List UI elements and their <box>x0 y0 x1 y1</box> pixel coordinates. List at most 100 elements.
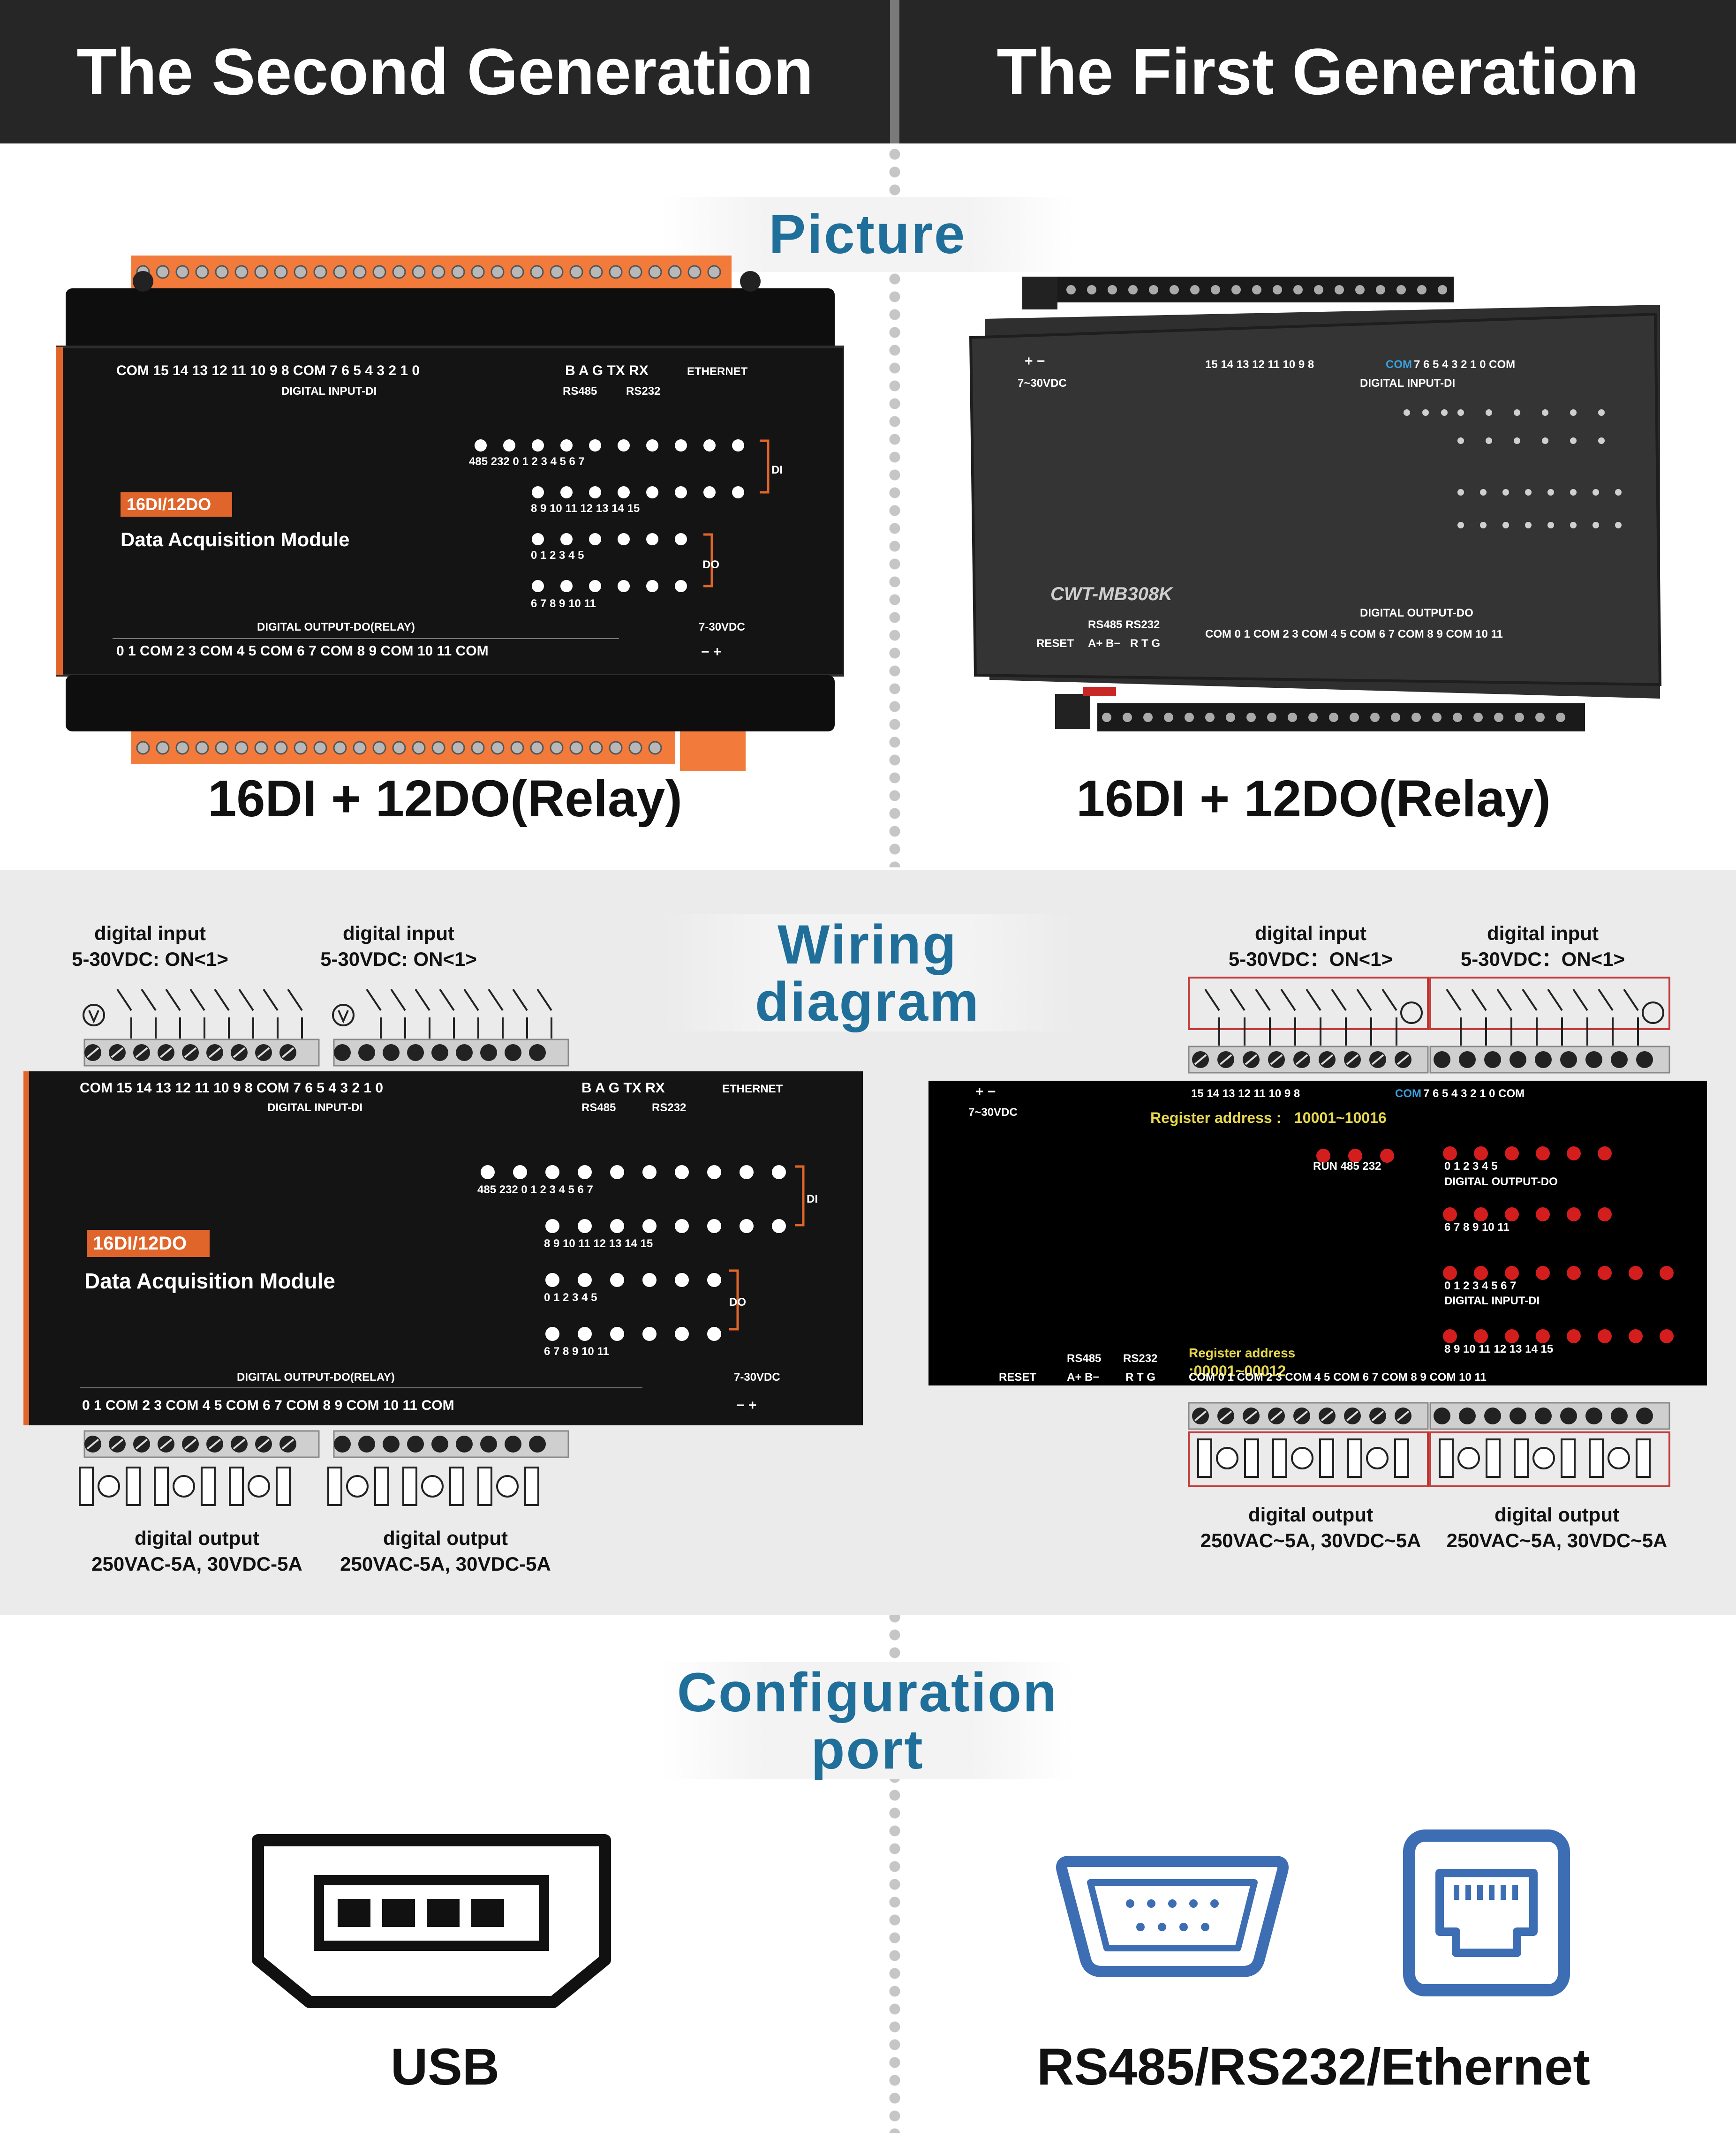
terminal-screw <box>1459 1051 1476 1068</box>
led <box>1542 437 1548 444</box>
input-title-right: digital input <box>1487 922 1599 944</box>
switch-contact <box>536 988 552 1039</box>
rs485-label: RS485 <box>581 1101 616 1114</box>
led <box>707 1165 721 1179</box>
led <box>642 1219 657 1233</box>
output-terminal-strip <box>83 1430 569 1458</box>
relay-load <box>449 1467 464 1506</box>
voltage-source-icon <box>1608 1447 1630 1469</box>
relay-load <box>126 1467 141 1506</box>
screw-slot <box>111 1438 124 1450</box>
led <box>1525 489 1532 496</box>
terminal-screw <box>353 265 367 279</box>
led-row1-labels: 485 232 0 1 2 3 4 5 6 7 <box>469 455 585 468</box>
switch-contact <box>1623 988 1639 1046</box>
led <box>481 1165 495 1179</box>
terminal-screw <box>687 265 702 279</box>
terminal-screw <box>589 741 603 755</box>
terminal-screw <box>175 741 189 755</box>
led <box>589 486 601 498</box>
di-group-label: DIGITAL INPUT-DI <box>1360 377 1455 390</box>
led <box>1567 1146 1581 1160</box>
led <box>646 533 658 545</box>
screw-slot <box>281 1438 294 1450</box>
led <box>1598 409 1605 416</box>
do-terminal-labels: COM 0 1 COM 2 3 COM 4 5 COM 6 7 COM 8 9 … <box>1205 628 1503 640</box>
rs232-label: RS232 <box>652 1101 686 1114</box>
first-gen-caption: 16DI + 12DO(Relay) <box>1076 770 1551 828</box>
screw-slot <box>1219 1054 1232 1065</box>
rs232-pin-labels: R T G <box>1130 637 1160 650</box>
terminal-screw <box>313 741 327 755</box>
led <box>589 439 601 452</box>
terminal-screw <box>1273 285 1282 294</box>
screw-slot <box>1371 1410 1384 1422</box>
terminal-screw <box>1252 285 1261 294</box>
led <box>1505 1207 1519 1221</box>
terminal-screw <box>195 741 209 755</box>
rs232-label: RS232 <box>626 385 660 398</box>
led <box>532 439 544 452</box>
di-bracket <box>760 439 770 494</box>
led <box>1480 522 1487 528</box>
terminal-screw <box>491 265 505 279</box>
led <box>1457 489 1464 496</box>
screw-slot <box>1219 1410 1232 1422</box>
led <box>560 533 573 545</box>
input-switches <box>83 988 552 1039</box>
screw-slot <box>1396 1054 1410 1065</box>
terminal-screw <box>358 1436 375 1453</box>
di-com-label: COM <box>1386 358 1412 371</box>
status-led-labels: RUN 485 232 <box>1313 1160 1381 1173</box>
input-spec-left: 5-30VDC：ON<1> <box>1229 948 1393 970</box>
wiring-label-line1: Wiring <box>777 914 958 976</box>
terminal-screw <box>1267 713 1276 722</box>
terminal-screw <box>1411 713 1421 722</box>
terminal-screw <box>1293 285 1303 294</box>
led <box>642 1273 657 1287</box>
module-face <box>969 312 1662 686</box>
led <box>675 1165 689 1179</box>
led <box>1457 522 1464 528</box>
terminal-screw <box>1560 1408 1577 1424</box>
led <box>1474 1329 1488 1343</box>
led <box>560 580 573 592</box>
input-spec-right: 5-30VDC：ON<1> <box>1461 948 1625 970</box>
terminal-screw <box>1636 1051 1653 1068</box>
terminal-screw <box>1087 285 1096 294</box>
output-terminal-strip <box>1188 1402 1670 1430</box>
model-badge-text: 16DI/12DO <box>93 1233 187 1254</box>
screw-slot <box>233 1047 246 1058</box>
di-terminal-labels: COM 15 14 13 12 11 10 9 8 COM 7 6 5 4 3 … <box>116 363 420 378</box>
switch-contact <box>1255 988 1271 1046</box>
led <box>532 580 544 592</box>
terminal-screw <box>1066 285 1076 294</box>
led <box>707 1219 721 1233</box>
terminal-screw <box>530 265 544 279</box>
terminal-screw <box>471 741 485 755</box>
terminal-screw <box>274 741 288 755</box>
voltage-source-icon <box>1457 1447 1480 1469</box>
led <box>1598 1329 1612 1343</box>
relay-load <box>229 1467 244 1506</box>
terminal-screw <box>505 1436 521 1453</box>
switch-contact <box>1280 988 1296 1046</box>
screw-slot <box>1245 1410 1258 1422</box>
do-terminal-labels: 0 1 COM 2 3 COM 4 5 COM 6 7 COM 8 9 COM … <box>116 643 489 659</box>
terminal-screw <box>1535 1051 1552 1068</box>
first-generation-title: The First Generation <box>996 35 1639 108</box>
power-pin-labels: + − <box>975 1084 996 1099</box>
do-bracket <box>703 533 713 587</box>
terminal-screw <box>431 1044 448 1061</box>
model-badge <box>87 1230 210 1257</box>
voltage-source-icon <box>98 1475 120 1498</box>
power-label: 7-30VDC <box>734 1371 780 1384</box>
relay-load <box>1589 1438 1604 1478</box>
switch-contact <box>415 988 430 1039</box>
output-spec-left: 250VAC~5A, 30VDC~5A <box>1200 1529 1421 1551</box>
led <box>1547 489 1554 496</box>
led <box>610 1219 624 1233</box>
voltage-source-icon <box>421 1475 444 1498</box>
screw-slot <box>1371 1054 1384 1065</box>
terminal-screw <box>383 1436 400 1453</box>
